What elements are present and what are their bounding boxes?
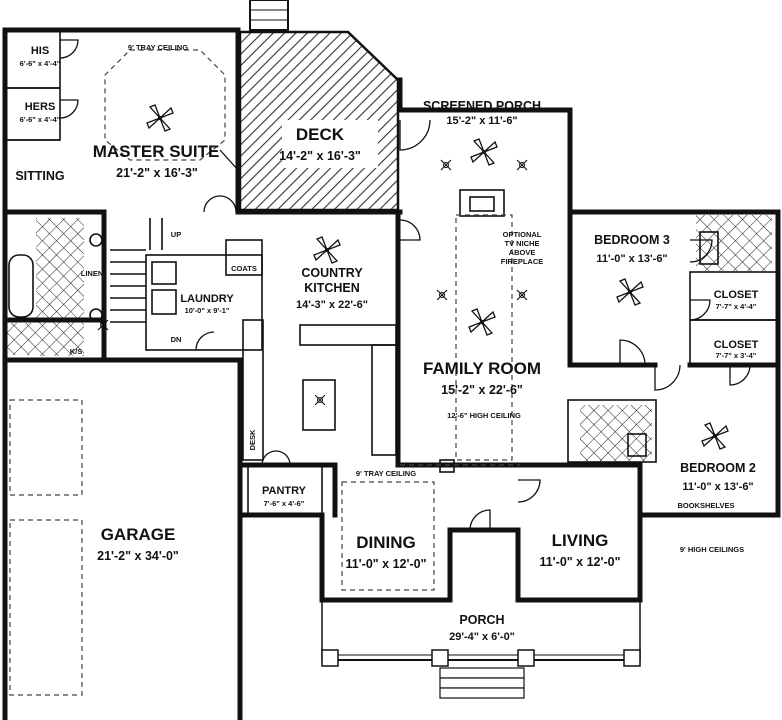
- porch-size: 29'-4" x 6'-0": [449, 631, 515, 643]
- fireplace-note-line2: TV NICHE: [504, 239, 539, 248]
- laundry-label: LAUNDRY: [180, 293, 234, 305]
- high-ceilings-note: 9' HIGH CEILINGS: [680, 545, 744, 554]
- desk-label: DESK: [248, 429, 257, 450]
- room-family-room: FAMILY ROOM 15'-2" x 22'-6" 12'-6" HIGH …: [423, 359, 541, 420]
- bookshelves-label: BOOKSHELVES: [678, 501, 735, 510]
- porch-railing: [321, 600, 641, 699]
- door-swings: [59, 39, 751, 531]
- master-suite-label: MASTER SUITE: [93, 142, 220, 161]
- his-label: HIS: [31, 45, 49, 57]
- bedroom2-label: BEDROOM 2: [680, 461, 756, 475]
- closet-b-size: 7'-7" x 3'-4": [716, 351, 757, 360]
- room-deck: DECK 14'-2" x 16'-3": [279, 120, 378, 168]
- room-country-kitchen: COUNTRY KITCHEN 14'-3" x 22'-6": [296, 266, 368, 311]
- room-closet-a: CLOSET 7'-7" x 4'-4": [714, 289, 759, 311]
- screened-porch-label: SCREENED PORCH: [423, 99, 541, 113]
- stair-dn-label: DN: [171, 335, 182, 344]
- linen-label: LINEN: [81, 269, 104, 278]
- room-closet-b: CLOSET 7'-7" x 3'-4": [714, 339, 759, 360]
- closet-a-size: 7'-7" x 4'-4": [716, 302, 757, 311]
- bedroom2-size: 11'-0" x 13'-6": [682, 481, 753, 493]
- room-garage: GARAGE 21'-2" x 34'-0": [97, 525, 179, 563]
- room-pantry: PANTRY 7'-6" x 4'-6": [262, 485, 307, 508]
- his-size: 6'-6" x 4'-4": [20, 59, 61, 68]
- kitchen-label-line1: COUNTRY: [301, 266, 363, 280]
- room-living: LIVING 11'-0" x 12'-0": [539, 531, 620, 569]
- family-room-label: FAMILY ROOM: [423, 359, 541, 378]
- deck-label: DECK: [296, 125, 345, 144]
- room-bedroom3: BEDROOM 3 11'-0" x 13'-6": [594, 233, 670, 265]
- fireplace-note: OPTIONAL TV NICHE ABOVE FIREPLACE: [501, 230, 544, 266]
- room-dining: 9' TRAY CEILING DINING 11'-0" x 12'-0": [345, 469, 426, 571]
- closet-a-label: CLOSET: [714, 289, 759, 301]
- kitchen-size: 14'-3" x 22'-6": [296, 299, 368, 311]
- ks-label: K/S: [70, 347, 83, 356]
- room-hers: HERS 6'-6" x 4'-4": [20, 101, 61, 124]
- fireplace-note-line3: ABOVE: [509, 248, 536, 257]
- porch-label: PORCH: [459, 613, 504, 627]
- hers-label: HERS: [25, 101, 56, 113]
- deck-size: 14'-2" x 16'-3": [279, 149, 361, 163]
- garage-label: GARAGE: [101, 525, 176, 544]
- dining-size: 11'-0" x 12'-0": [345, 557, 426, 571]
- fireplace-note-line4: FIREPLACE: [501, 257, 544, 266]
- chimney: [249, 0, 289, 31]
- garage-size: 21'-2" x 34'-0": [97, 549, 179, 563]
- master-tray-ceiling-note: 9' TRAY CEILING: [128, 43, 188, 52]
- laundry-size: 10'-0" x 9'-1": [185, 306, 230, 315]
- bedroom3-size: 11'-0" x 13'-6": [596, 253, 667, 265]
- closet-b-label: CLOSET: [714, 339, 759, 351]
- sitting-label: SITTING: [15, 169, 64, 183]
- kitchen-label-line2: KITCHEN: [304, 281, 360, 295]
- pantry-label: PANTRY: [262, 485, 307, 497]
- tile-areas: [7, 215, 772, 461]
- room-laundry: LAUNDRY 10'-0" x 9'-1": [178, 292, 236, 315]
- master-suite-size: 21'-2" x 16'-3": [116, 166, 198, 180]
- living-label: LIVING: [552, 531, 609, 550]
- fireplace-note-line1: OPTIONAL: [503, 230, 542, 239]
- coats-label: COATS: [231, 264, 257, 273]
- room-his: HIS 6'-6" x 4'-4": [20, 45, 61, 68]
- room-screened-porch: SCREENED PORCH 15'-2" x 11'-6": [423, 99, 541, 127]
- screened-porch-size: 15'-2" x 11'-6": [446, 115, 517, 127]
- dining-label: DINING: [356, 533, 416, 552]
- interior-walls: [4, 29, 779, 516]
- room-master-suite: 9' TRAY CEILING MASTER SUITE 21'-2" x 16…: [93, 43, 220, 180]
- family-room-size: 15'-2" x 22'-6": [441, 383, 523, 397]
- pantry-size: 7'-6" x 4'-6": [264, 499, 305, 508]
- hers-size: 6'-6" x 4'-4": [20, 115, 61, 124]
- stair-up-label: UP: [171, 230, 181, 239]
- family-room-ceiling-note: 12'-6" HIGH CEILING: [447, 411, 521, 420]
- bedroom3-label: BEDROOM 3: [594, 233, 670, 247]
- dining-tray-ceiling-note: 9' TRAY CEILING: [356, 469, 416, 478]
- room-porch: PORCH 29'-4" x 6'-0": [449, 613, 515, 643]
- room-bedroom2: BEDROOM 2 11'-0" x 13'-6" BOOKSHELVES: [678, 461, 756, 510]
- dashed-outlines: [9, 49, 520, 696]
- living-size: 11'-0" x 12'-0": [539, 555, 620, 569]
